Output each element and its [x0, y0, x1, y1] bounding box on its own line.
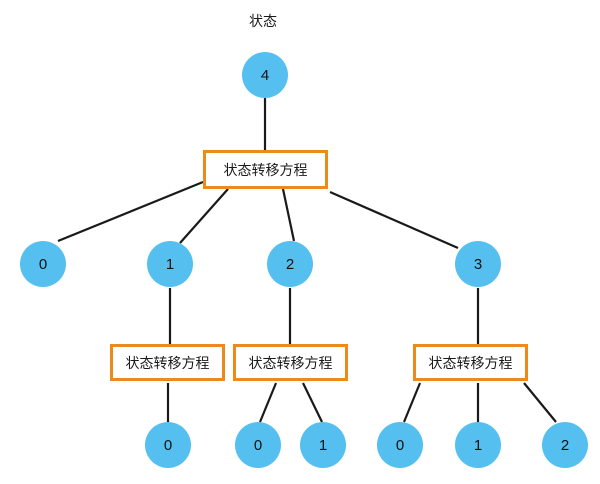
circle-node-label: 1 [318, 436, 328, 454]
edge-eq-root-to-lvl2-2 [281, 188, 296, 242]
circle-node-label: 0 [163, 436, 173, 454]
box-node-eq-a[interactable]: 状态转移方程 [110, 344, 225, 381]
box-node-label: 状态转移方程 [223, 161, 308, 178]
box-node-label: 状态转移方程 [428, 354, 513, 371]
circle-node-label: 4 [260, 66, 270, 84]
edge-eq-b-to-lvl4-0b [258, 382, 278, 423]
diagram-caption-state: 状态 [249, 13, 277, 29]
circle-node-lvl2-1[interactable]: 1 [147, 241, 193, 287]
circle-node-label: 0 [395, 436, 405, 454]
edge-eq-c-to-lvl4-2 [523, 382, 557, 423]
edge-eq-c-to-lvl4-0c [402, 382, 422, 423]
circle-node-label: 3 [473, 255, 483, 273]
circle-node-lvl4-0a[interactable]: 0 [145, 422, 191, 468]
edge-eq-root-to-lvl2-1 [179, 188, 229, 244]
circle-node-lvl4-0b[interactable]: 0 [235, 422, 281, 468]
box-node-label: 状态转移方程 [248, 354, 333, 371]
circle-node-label: 2 [285, 255, 295, 273]
circle-node-label: 1 [473, 436, 483, 454]
circle-node-lvl4-0c[interactable]: 0 [377, 422, 423, 468]
edge-eq-root-to-lvl2-3 [329, 190, 459, 250]
box-node-eq-c[interactable]: 状态转移方程 [413, 344, 528, 381]
circle-node-lvl4-2[interactable]: 2 [542, 422, 588, 468]
circle-node-lvl2-2[interactable]: 2 [267, 241, 313, 287]
box-node-eq-root[interactable]: 状态转移方程 [203, 150, 328, 189]
circle-node-lvl4-1a[interactable]: 1 [300, 422, 346, 468]
box-node-label: 状态转移方程 [125, 354, 210, 371]
circle-node-label: 1 [165, 255, 175, 273]
circle-node-label: 0 [38, 255, 48, 273]
edge-eq-root-to-lvl2-0 [57, 180, 204, 243]
circle-node-label: 0 [253, 436, 263, 454]
circle-node-root-4[interactable]: 4 [242, 52, 288, 98]
circle-node-lvl2-0[interactable]: 0 [20, 241, 66, 287]
circle-node-lvl4-1b[interactable]: 1 [455, 422, 501, 468]
circle-node-label: 2 [560, 436, 570, 454]
edge-eq-b-to-lvl4-1a [302, 382, 323, 423]
circle-node-lvl2-3[interactable]: 3 [455, 241, 501, 287]
box-node-eq-b[interactable]: 状态转移方程 [233, 344, 348, 381]
